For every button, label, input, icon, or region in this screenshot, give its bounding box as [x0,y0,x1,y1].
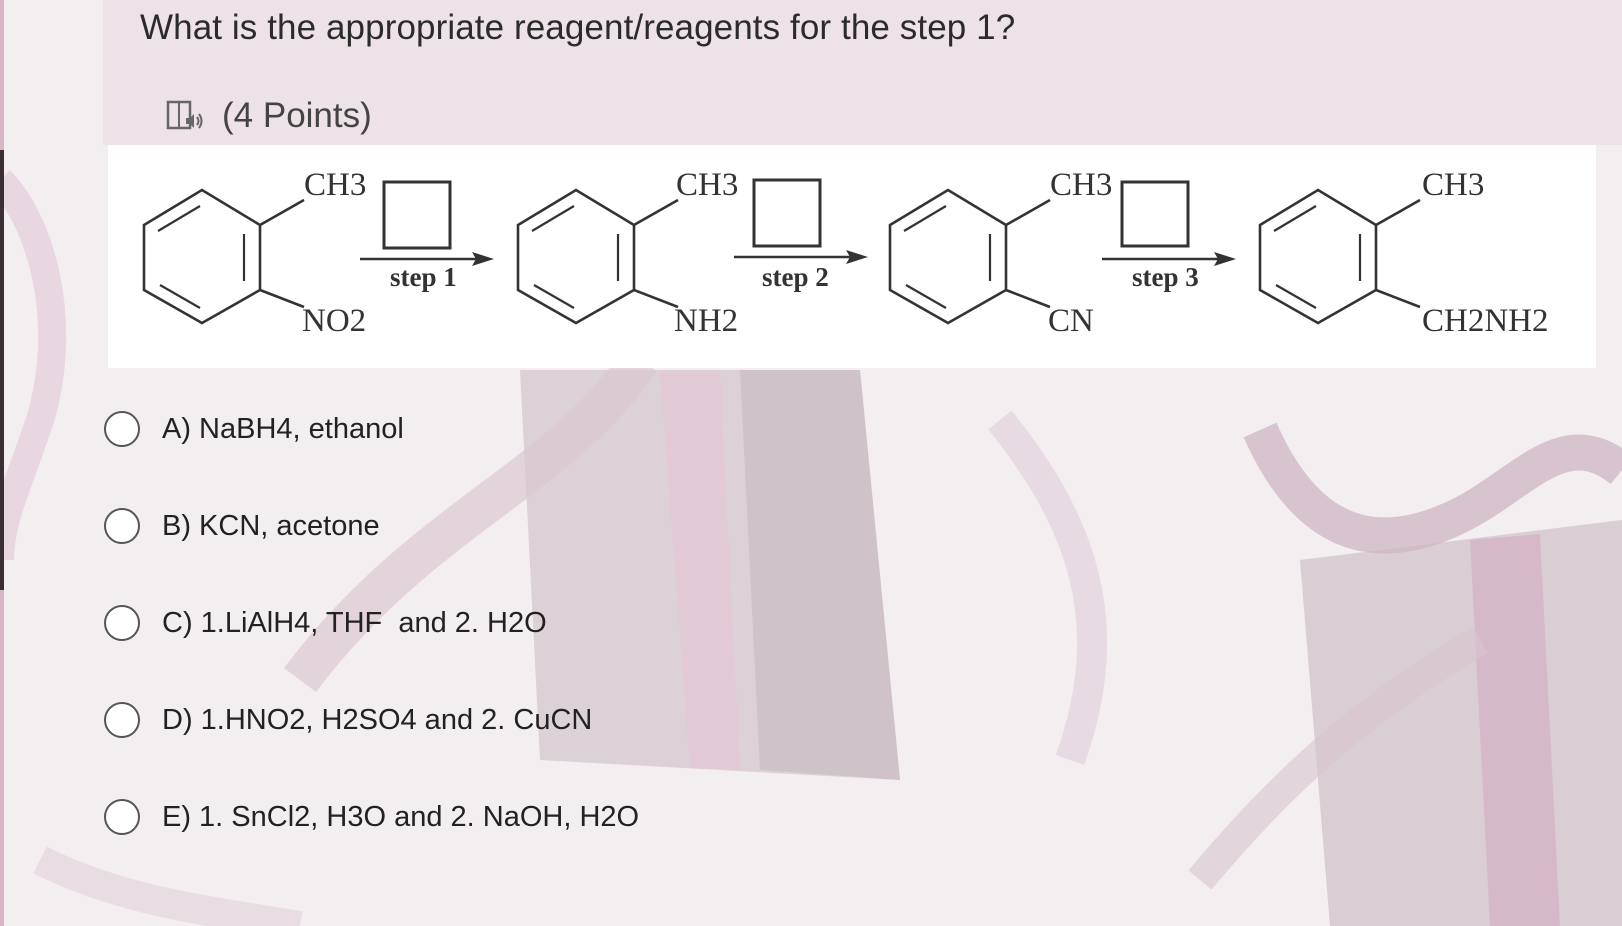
option-a-label[interactable]: A) NaBH4, ethanol [162,412,404,445]
compound-3: CH3 CN [888,167,1112,339]
option-d[interactable]: D) 1.HNO2, H2SO4 and 2. CuCN [104,701,639,739]
reaction-scheme-drawing: CH3 NO2 step 1 CH3 NH2 step 2 [142,167,1549,339]
compound-2-bottom-group: NH2 [674,303,738,339]
radio-button[interactable] [104,799,140,835]
option-d-label[interactable]: D) 1.HNO2, H2SO4 and 2. CuCN [162,703,593,736]
step-3-arrow: step 3 [1102,180,1236,292]
points-row: (4 Points) [166,96,372,136]
compound-1-bottom-group: NO2 [302,303,366,339]
radio-button[interactable] [104,702,140,738]
option-b[interactable]: B) KCN, acetone [104,507,639,545]
compound-3-top-group: CH3 [1050,167,1112,203]
radio-button[interactable] [104,605,140,641]
radio-button[interactable] [104,411,140,447]
option-e[interactable]: E) 1. SnCl2, H3O and 2. NaOH, H2O [104,798,639,836]
compound-3-bottom-group: CN [1048,303,1094,339]
step-1-arrow: step 1 [360,180,494,292]
compound-2-top-group: CH3 [676,167,738,203]
step-2-label: step 2 [762,262,829,292]
option-b-label[interactable]: B) KCN, acetone [162,509,380,542]
option-c-label[interactable]: C) 1.LiAlH4, THF and 2. H2O [162,606,547,639]
step-1-label: step 1 [390,262,457,292]
left-edge-mark [0,150,4,590]
option-a[interactable]: A) NaBH4, ethanol [104,410,639,448]
compound-2: CH3 NH2 [516,167,738,339]
option-e-label[interactable]: E) 1. SnCl2, H3O and 2. NaOH, H2O [162,800,640,833]
question-header-card [103,0,1622,145]
compound-1: CH3 NO2 [142,167,366,339]
reaction-scheme-image: CH3 NO2 step 1 CH3 NH2 step 2 [108,145,1596,368]
immersive-reader-icon[interactable] [166,98,204,134]
compound-4-top-group: CH3 [1422,167,1484,203]
radio-button[interactable] [104,508,140,544]
compound-4: CH3 CH2NH2 [1258,167,1549,339]
compound-1-top-group: CH3 [304,167,366,203]
option-c[interactable]: C) 1.LiAlH4, THF and 2. H2O [104,604,639,642]
compound-4-bottom-group: CH2NH2 [1422,303,1549,339]
points-label: (4 Points) [222,96,372,135]
step-3-label: step 3 [1132,262,1199,292]
question-title: What is the appropriate reagent/reagents… [140,8,1016,47]
answer-options: A) NaBH4, ethanol B) KCN, acetone C) 1.L… [104,410,639,895]
step-2-arrow: step 2 [734,178,868,292]
